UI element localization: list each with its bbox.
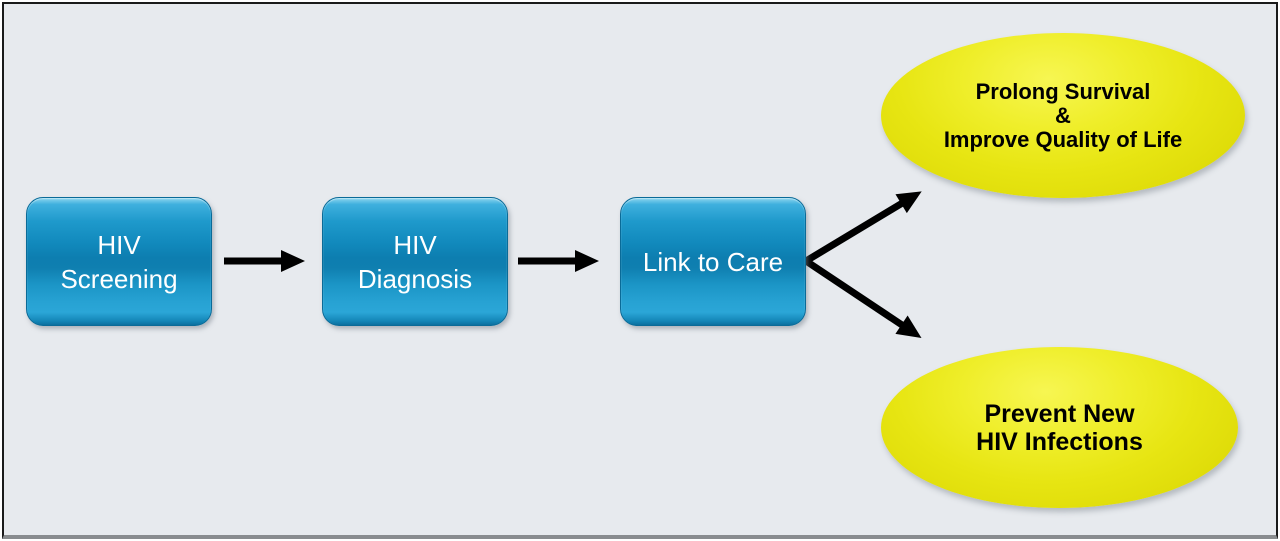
arrow-care-to-prevention bbox=[804, 258, 922, 338]
arrow-care-to-survival bbox=[804, 191, 922, 264]
node-link-to-care: Link to Care bbox=[620, 197, 806, 326]
outcome-prevent-infections: Prevent New HIV Infections bbox=[881, 347, 1238, 508]
node-hiv-screening: HIV Screening bbox=[26, 197, 212, 326]
node-link-to-care-label: Link to Care bbox=[642, 246, 784, 277]
outcome-prevent-infections-label: Prevent New HIV Infections bbox=[976, 399, 1143, 456]
node-hiv-screening-label: HIV Screening bbox=[60, 229, 178, 294]
outcome-prolong-survival-label: Prolong Survival & Improve Quality of Li… bbox=[943, 78, 1183, 152]
outcome-prolong-survival: Prolong Survival & Improve Quality of Li… bbox=[881, 33, 1245, 198]
node-hiv-diagnosis: HIV Diagnosis bbox=[322, 197, 508, 326]
node-hiv-diagnosis-label: HIV Diagnosis bbox=[357, 229, 473, 294]
